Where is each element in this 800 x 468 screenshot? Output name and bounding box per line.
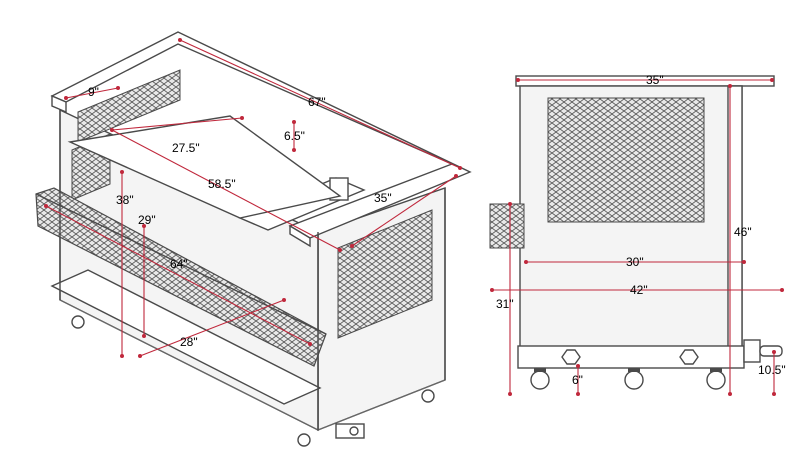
- lower-shelf: [50, 269, 322, 405]
- dim-dot: [458, 166, 462, 170]
- valve-icon: [679, 349, 699, 365]
- caster-icon: [71, 315, 85, 329]
- caster-mount: [534, 368, 546, 372]
- dim-dot: [292, 120, 296, 124]
- caster-icon: [297, 433, 311, 447]
- dim-dot: [770, 78, 774, 82]
- speed-rail-end: [489, 203, 525, 249]
- caster-mount: [710, 368, 722, 372]
- dim-label-outer-width: 42": [630, 283, 648, 297]
- dim-label-caster-height: 6": [572, 373, 583, 387]
- dim-label-height-rail: 29": [138, 213, 156, 227]
- dim-dot: [178, 38, 182, 42]
- dim-label-insert-depth: 6.5": [284, 129, 305, 143]
- dim-label-inner-width: 30": [626, 255, 644, 269]
- top-cap: [515, 75, 775, 87]
- dim-label-top-depth: 9": [88, 85, 99, 99]
- dim-line-top-length: [179, 39, 461, 169]
- dim-dot: [576, 364, 580, 368]
- dim-dot: [508, 392, 512, 396]
- dim-dot: [120, 354, 124, 358]
- dim-dot: [454, 174, 458, 178]
- dim-dot: [240, 116, 244, 120]
- dim-dot: [120, 170, 124, 174]
- valve-handle-icon: [349, 426, 359, 436]
- rim-edge-right: [289, 224, 311, 248]
- caster-icon: [530, 370, 550, 390]
- dim-label-height-total: 38": [116, 193, 134, 207]
- drain-fitting: [743, 339, 761, 363]
- dim-dot: [508, 202, 512, 206]
- dim-label-side-width: 35": [374, 191, 392, 205]
- dim-dot: [138, 354, 142, 358]
- dim-label-tray-width: 27.5": [172, 141, 200, 155]
- dim-dot: [116, 86, 120, 90]
- dim-dot: [772, 350, 776, 354]
- dim-label-drain-height: 10.5": [758, 363, 786, 377]
- speed-rail-top-edge: [35, 193, 327, 335]
- caster-icon: [706, 370, 726, 390]
- side-mesh-panel: [337, 209, 433, 339]
- dim-dot: [524, 260, 528, 264]
- dim-dot: [728, 84, 732, 88]
- caster-mount: [628, 368, 640, 372]
- dim-line-side-width: [351, 175, 457, 247]
- left-isometric-view: 9" 67" 6.5" 27.5" 58.5" 35" 38" 29" 64" …: [35, 31, 472, 447]
- dim-dot: [142, 224, 146, 228]
- dim-dot: [728, 392, 732, 396]
- dim-dot: [576, 392, 580, 396]
- right-side-view: 35" 46" 30" 42" 31" 6" 10.5": [489, 73, 786, 396]
- caster-icon: [624, 370, 644, 390]
- base-line-side: [317, 379, 446, 431]
- tray-recess: [67, 115, 342, 219]
- dim-label-shelf-length: 28": [180, 335, 198, 349]
- side-mesh-panel: [547, 97, 705, 223]
- dim-dot: [350, 244, 354, 248]
- dim-label-rail-length: 64": [170, 257, 188, 271]
- dim-label-total-height: 46": [734, 225, 752, 239]
- dim-line-shelf-length: [139, 299, 285, 357]
- valve-icon: [561, 349, 581, 365]
- drain-hose-icon: [759, 345, 783, 357]
- dim-line-rail-length: [45, 205, 311, 345]
- base-frame: [517, 345, 745, 369]
- dim-line-top-depth: [65, 87, 119, 99]
- dim-dot: [742, 260, 746, 264]
- dim-dot: [780, 288, 784, 292]
- rim-edge-left: [51, 94, 67, 114]
- dim-label-rail-height: 31": [496, 297, 514, 311]
- base-line: [59, 299, 319, 431]
- dim-dot: [64, 96, 68, 100]
- dim-dot: [292, 148, 296, 152]
- dim-label-tray-length: 58.5": [208, 177, 236, 191]
- left-end-mesh: [77, 69, 181, 143]
- dim-line-tray-length: [111, 129, 341, 251]
- caster-icon: [421, 389, 435, 403]
- dim-dot: [338, 248, 342, 252]
- dim-dot: [308, 342, 312, 346]
- dim-label-top-length: 67": [308, 95, 326, 109]
- dim-dot: [142, 334, 146, 338]
- dim-dot: [772, 392, 776, 396]
- dim-dot: [44, 204, 48, 208]
- dim-dot: [490, 288, 494, 292]
- dim-label-top-width: 35": [646, 73, 664, 87]
- dim-line-tray-width: [111, 117, 243, 131]
- dim-dot: [282, 298, 286, 302]
- dim-dot: [516, 78, 520, 82]
